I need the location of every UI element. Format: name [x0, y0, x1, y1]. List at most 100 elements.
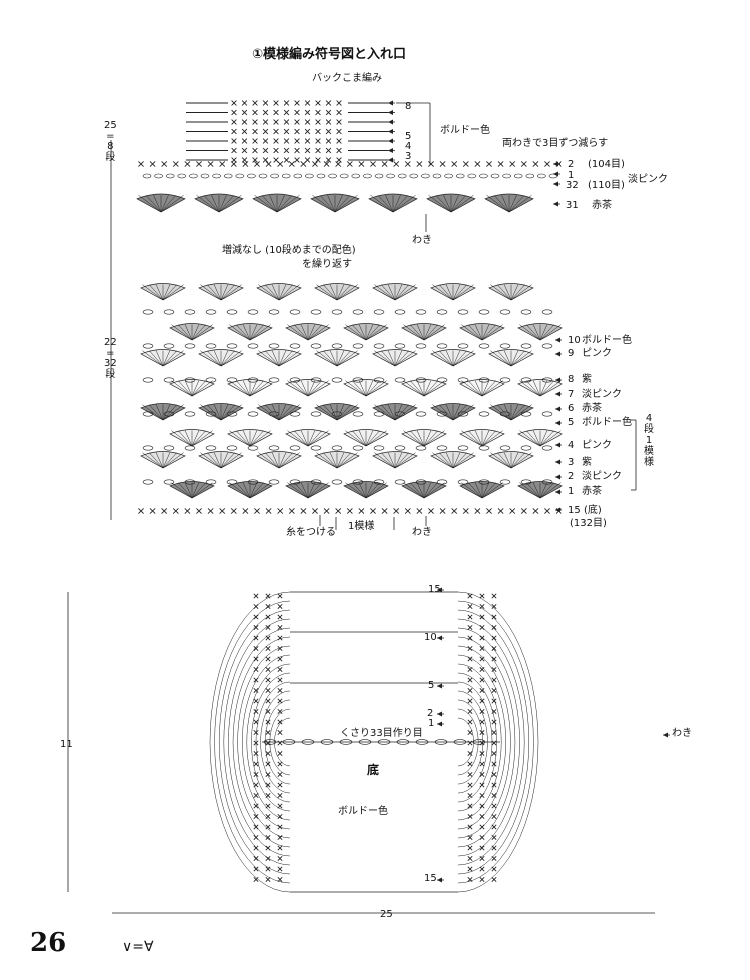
shell-stitch-post — [184, 324, 193, 341]
row-arrow-head — [555, 442, 560, 448]
shell-stitch-post — [329, 452, 338, 469]
stitch-x — [277, 813, 283, 820]
chain-stitch — [415, 309, 427, 315]
stitch-x — [265, 729, 271, 736]
stitch-x — [277, 771, 283, 778]
stitch-x — [474, 161, 481, 167]
stitch-x — [265, 603, 271, 610]
shell-stitch-post — [539, 380, 554, 397]
shell-stitch-post — [316, 350, 338, 367]
shell-stitch-post — [300, 324, 309, 341]
chain-stitch — [205, 377, 217, 383]
shell-stitch-post — [162, 350, 171, 367]
chain-stitch — [478, 343, 490, 349]
chain-stitch — [226, 309, 238, 315]
stitch-x — [252, 128, 258, 135]
shell-stitch-post — [410, 380, 425, 397]
main-row-color: 淡ピンク — [582, 389, 622, 400]
shell-stitch-post — [178, 482, 193, 499]
chain-stitch — [268, 411, 280, 417]
stitch-x — [479, 866, 485, 872]
stitch-x — [283, 157, 290, 163]
shell-stitch-post — [452, 284, 474, 301]
chain-stitch — [184, 411, 196, 417]
chain-stitch — [163, 343, 175, 349]
shell-stitch-post — [468, 380, 483, 397]
stitch-x — [336, 128, 342, 135]
stitch-x — [265, 834, 271, 841]
chain-stitch — [520, 479, 532, 485]
shell-stitch-post — [160, 195, 177, 213]
shell-stitch-post — [162, 452, 184, 469]
stitch-x — [265, 803, 271, 809]
chain-stitch — [223, 173, 233, 179]
shell-stitch-post — [265, 350, 280, 367]
chain-stitch — [331, 445, 343, 451]
stitch-x — [273, 119, 279, 125]
stitch-x — [479, 635, 485, 641]
shell-stitch-post — [323, 452, 338, 469]
stitch-x — [467, 813, 473, 820]
shell-stitch-post — [149, 350, 164, 367]
shell-stitch-post — [403, 482, 425, 499]
shell-stitch-post — [336, 350, 345, 367]
bottom-label: 底 — [367, 763, 380, 777]
stitch-x — [231, 138, 237, 144]
stitch-x — [241, 119, 248, 125]
stitch-x — [491, 687, 497, 694]
shell-stitch-post — [352, 430, 367, 447]
stitch-x — [467, 719, 473, 725]
stitch-x — [491, 792, 497, 799]
top-row-num: 3 — [405, 151, 412, 162]
chain-stitch — [490, 173, 500, 179]
chain-stitch — [436, 377, 448, 383]
shell-stitch-post — [532, 324, 541, 341]
chain-stitch — [142, 479, 154, 485]
round-left-arc — [237, 645, 291, 839]
shell-stitch-post — [450, 195, 459, 213]
main-row-color: ピンク — [582, 440, 612, 451]
chain-stitch — [436, 343, 448, 349]
shell-stitch-post — [207, 350, 222, 367]
stitch-x — [467, 750, 473, 757]
stitch-x — [277, 876, 283, 883]
shell-stitch-post — [307, 430, 322, 447]
stitch-x — [467, 603, 473, 610]
shell-stitch-post — [394, 350, 403, 367]
chain-stitch — [457, 479, 469, 485]
shell-stitch-post — [365, 482, 374, 499]
stitch-x — [254, 161, 260, 167]
main-row-num: 8 — [568, 374, 575, 385]
stitch-x — [253, 740, 259, 746]
shell-stitch-post — [191, 482, 213, 499]
stitch-x — [336, 100, 342, 106]
stitch-x — [358, 161, 365, 167]
shell-stitch-post — [316, 452, 338, 469]
shell-stitch-post — [242, 324, 251, 341]
shell-stitch-post — [481, 430, 503, 447]
stitch-x — [253, 792, 259, 799]
stitch-x — [277, 508, 284, 514]
stitch-x — [467, 761, 473, 767]
chain-stitch — [258, 173, 268, 179]
shell-stitch-post — [416, 482, 425, 499]
stitch-x — [479, 761, 485, 767]
shell-stitch-post — [508, 195, 517, 213]
top-height-label: 25 = 8 段 — [104, 120, 117, 163]
stitch-x — [262, 119, 269, 125]
shell-stitch-post — [392, 195, 409, 213]
shell-stitch-post — [249, 324, 264, 341]
shell-stitch-post — [450, 194, 474, 213]
shell-stitch-post — [481, 482, 490, 499]
shell-stitch-post — [336, 452, 351, 469]
main-row-num: 2 — [568, 471, 575, 482]
top-row-num: 8 — [405, 101, 412, 112]
stitch-x — [149, 161, 156, 167]
shell-stitch-post — [220, 350, 229, 367]
chain-stitch — [163, 479, 175, 485]
stitch-x — [467, 845, 473, 851]
shell-stitch-post — [220, 350, 235, 367]
shell-stitch-post — [242, 482, 251, 499]
shell-stitch-post — [532, 482, 541, 499]
